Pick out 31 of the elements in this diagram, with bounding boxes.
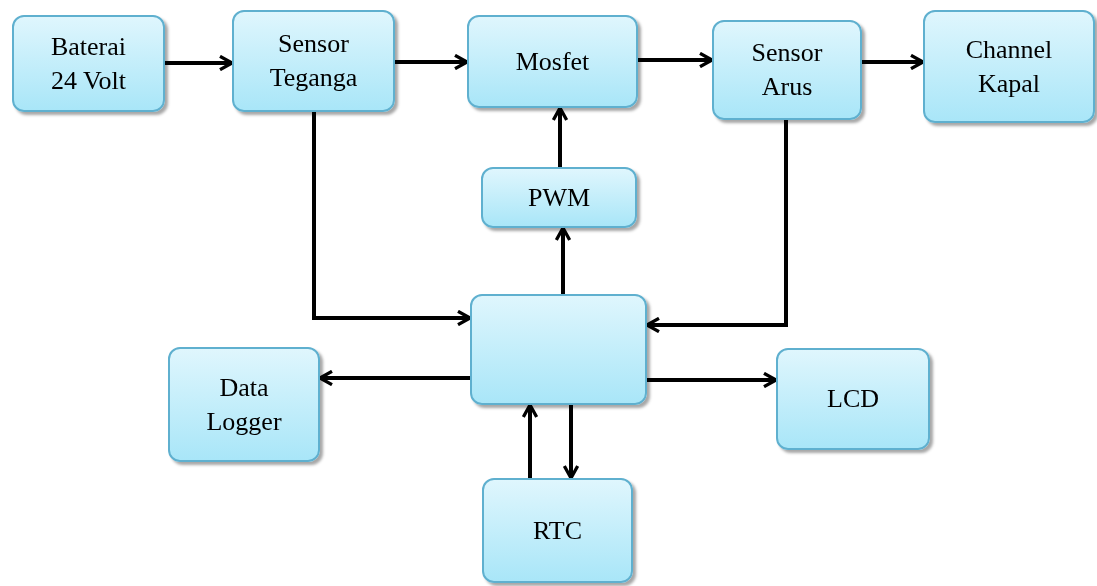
process-box: [467, 15, 638, 108]
arrow: [312, 112, 472, 327]
box-label: Sensor Teganga: [268, 28, 359, 94]
box-label: LCD: [827, 383, 879, 416]
arrow: [521, 403, 539, 478]
arrow: [551, 106, 569, 167]
process-box: [482, 478, 633, 583]
arrow: [638, 51, 714, 69]
arrow: [318, 369, 470, 387]
box-label: Mosfet: [515, 45, 590, 78]
box-label: RTC: [533, 514, 582, 547]
arrow: [562, 405, 580, 480]
box-label: Sensor Arus: [750, 37, 824, 103]
box-label: Data Logger: [205, 371, 283, 438]
arrow: [647, 371, 778, 389]
process-box: [923, 10, 1095, 123]
process-box: [12, 15, 165, 112]
box-label: Channel Kapal: [964, 33, 1054, 100]
box-label: Baterai 24 Volt: [49, 30, 128, 97]
process-box: [232, 10, 395, 112]
process-box: [481, 167, 637, 228]
arrow: [395, 53, 469, 71]
process-box: [712, 20, 862, 120]
arrow: [862, 53, 925, 71]
arrow: [165, 54, 234, 72]
process-box: [776, 348, 930, 450]
empty-box: [470, 294, 647, 405]
arrow: [645, 120, 788, 334]
process-box: [168, 347, 320, 462]
arrow: [554, 226, 572, 294]
box-label: PWM: [527, 181, 591, 214]
